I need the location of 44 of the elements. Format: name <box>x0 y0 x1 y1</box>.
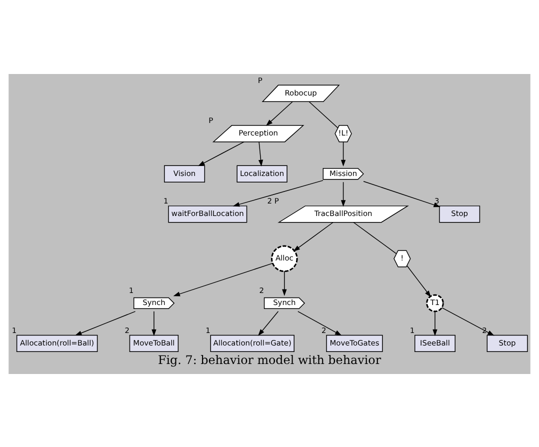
arrow <box>152 310 156 336</box>
arrow <box>198 140 244 166</box>
node-label: 1 <box>128 285 134 294</box>
arrow <box>442 306 494 336</box>
node-box: waitForBallLocation <box>168 205 248 222</box>
node-box: Stop <box>486 334 528 352</box>
node-box: Localization <box>236 164 288 182</box>
node-label: 2 <box>124 326 130 335</box>
node-box: MoveToBall <box>129 334 179 352</box>
arrow <box>258 140 264 166</box>
node-box: Vision <box>164 164 206 182</box>
arrow <box>232 180 324 206</box>
arrow <box>293 222 334 251</box>
caption: Fig. 7: behavior model with behavior <box>158 352 382 367</box>
node-label: 2 P <box>267 196 279 206</box>
node-box: Stop <box>439 205 480 222</box>
node-circle: Alloc <box>271 244 298 272</box>
node-circle: T1 <box>426 294 444 312</box>
arrow <box>74 310 136 336</box>
node-box: Allocation(roll=Ball) <box>16 334 98 352</box>
node-label: 1 <box>410 326 415 335</box>
node-label: 2 <box>259 285 264 294</box>
connector <box>308 100 338 128</box>
arrow <box>298 310 342 336</box>
arrow <box>173 262 273 296</box>
node-label: 2 <box>322 326 326 335</box>
node-label: 1 <box>206 326 210 335</box>
arrow <box>282 270 287 296</box>
arrow <box>258 310 279 336</box>
node-box: MoveToGates <box>326 334 383 352</box>
arrow <box>340 140 346 166</box>
node-label: 1 <box>164 196 168 206</box>
node-label: P <box>208 116 214 125</box>
node-box: ISeeBall <box>414 334 456 352</box>
connector <box>353 222 397 254</box>
node-box: Allocation(roll=Gate) <box>210 334 294 352</box>
arrow <box>406 264 432 297</box>
arrow <box>340 181 346 206</box>
arrow <box>363 180 440 207</box>
node-label: 1 <box>12 326 17 335</box>
node-label: 3 <box>434 196 440 206</box>
node-label: P <box>258 75 262 84</box>
arrow <box>432 310 438 336</box>
arrow <box>266 100 293 126</box>
